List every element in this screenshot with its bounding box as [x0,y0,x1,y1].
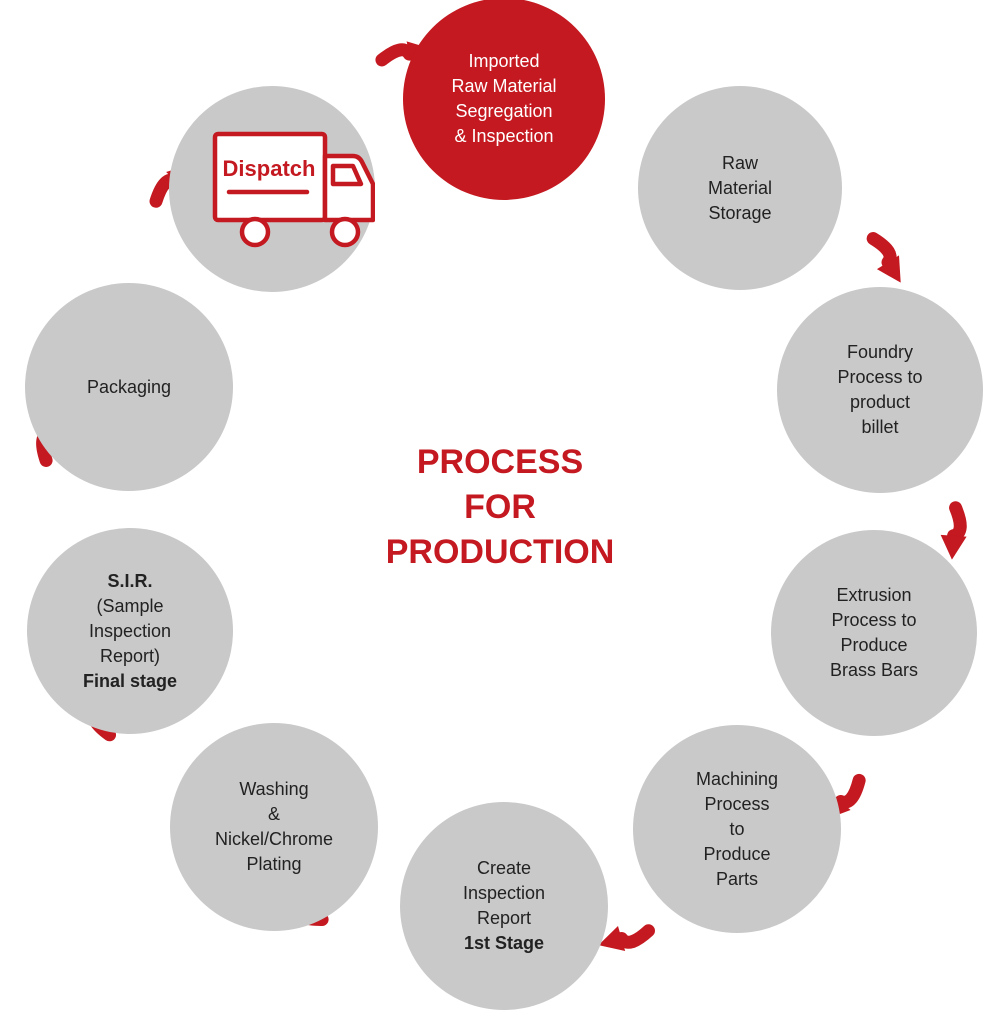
step-extrusion-process: Extrusion Process to Produce Brass Bars [771,530,977,736]
step-label-line: Extrusion [836,585,912,605]
title-line: PROCESS [416,443,584,481]
step-label-line: Process [704,793,770,814]
step-label-line: Plating [246,854,302,874]
step-label-line: Produce [840,635,908,655]
step-washing-plating: Washing & Nickel/Chrome Plating [170,723,378,931]
step-label-line: product [849,392,911,412]
step-label-line: Report [476,908,532,928]
step-label-line: Inspection [462,883,546,903]
step-raw-material-storage: Raw Material Storage [638,86,842,290]
step-label-line: to [729,818,745,839]
step-label-line: Produce [703,843,771,864]
step-label: Machining Process to Produce Parts [696,767,778,892]
dispatch-label: Dispatch [223,156,316,181]
step-label-line: Segregation [455,101,553,121]
step-label-line: Final stage [82,670,178,691]
step-label-line: (Sample [96,595,164,616]
step-packaging: Packaging [25,283,233,491]
arrow-head [598,925,626,951]
step-label-line: 1st Stage [463,933,545,953]
step-imported-raw-material: Imported Raw Material Segregation & Insp… [403,0,605,200]
step-label-line: billet [861,417,899,437]
step-label-line: Inspection [88,620,172,641]
step-machining-process: Machining Process to Produce Parts [633,725,841,933]
step-label: Washing & Nickel/Chrome Plating [215,777,333,877]
step-label-line: Process to [837,367,923,387]
page-title: PROCESS FOR PRODUCTION [330,440,670,575]
step-label-line: Storage [708,202,772,223]
curved-arrow-icon [866,232,897,269]
step-label-line: Nickel/Chrome [214,829,334,849]
step-label: Raw Material Storage [708,151,772,226]
step-label-line: Imported [468,51,540,71]
step-label: Imported Raw Material Segregation & Insp… [451,49,556,149]
step-label: Create Inspection Report 1st Stage [463,856,545,956]
curved-arrow-icon [375,43,416,67]
step-label-line: Packaging [86,376,172,397]
step-label-line: Washing [239,779,309,799]
step-label-line: Foundry [846,342,914,362]
step-sir-final-stage: S.I.R. (Sample Inspection Report) Final … [27,528,233,734]
title-line: FOR [464,488,536,526]
delivery-truck-icon: Dispatch [212,131,375,248]
title-line: PRODUCTION [385,533,615,571]
step-label-line: Parts [715,868,758,889]
step-label-line: Process to [831,610,917,630]
curved-arrow-icon [615,924,655,949]
step-label: Extrusion Process to Produce Brass Bars [830,583,918,683]
step-dispatch: Dispatch [169,86,375,292]
arrow-head [876,255,901,283]
step-label: S.I.R. (Sample Inspection Report) Final … [83,569,177,694]
arrow-head [940,534,967,560]
step-label-line: Material [707,177,773,198]
step-label-line: Raw Material [451,76,557,96]
step-label-line: Report) [99,645,161,666]
step-label-line: Brass Bars [829,660,919,680]
step-label: Foundry Process to product billet [837,340,922,440]
step-label-line: & [267,804,280,824]
step-label-line: S.I.R. [107,570,153,591]
step-label-line: Raw [721,152,758,173]
step-label-line: Create [476,858,532,878]
step-foundry-process: Foundry Process to product billet [777,287,983,493]
step-label: Packaging [87,375,171,400]
step-label-line: Machining [695,768,779,789]
step-label-line: & Inspection [454,126,554,146]
curved-arrow-icon [947,501,967,543]
curved-arrow-icon [834,773,866,809]
step-create-inspection-report: Create Inspection Report 1st Stage [400,802,608,1010]
